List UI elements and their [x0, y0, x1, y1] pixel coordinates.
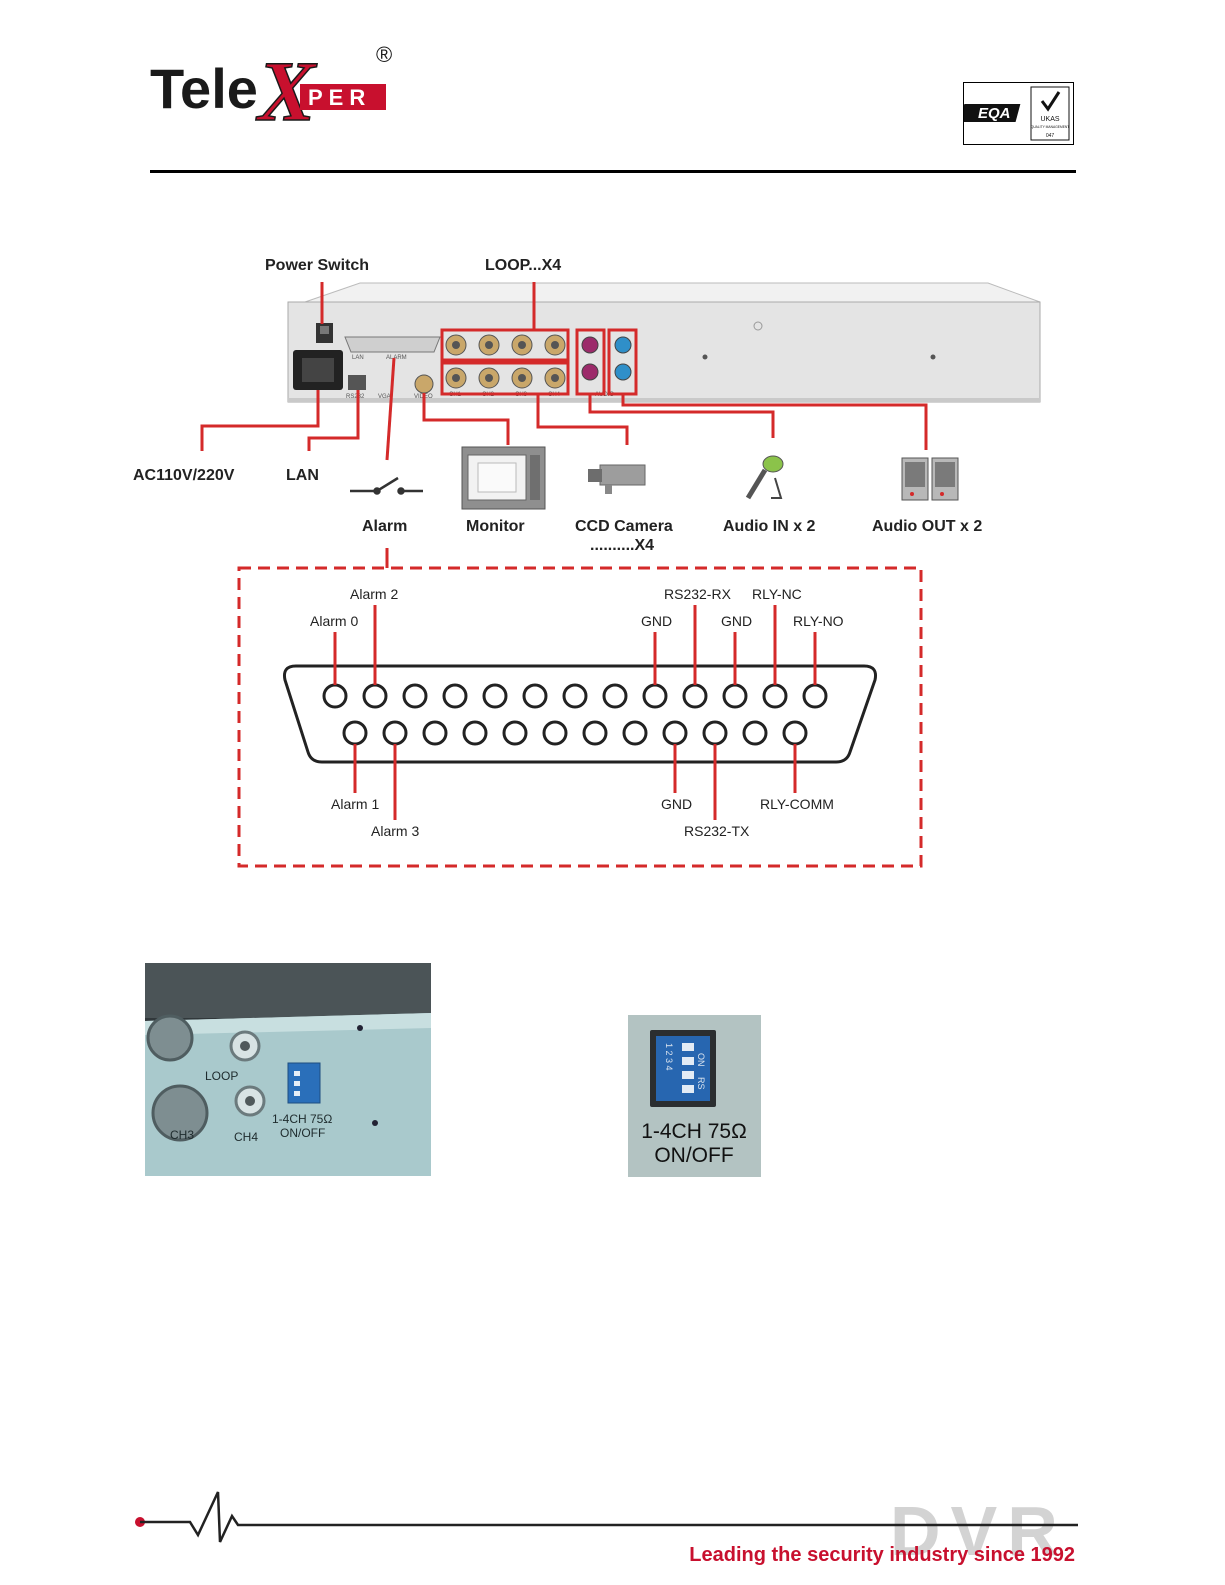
callout-lan: LAN [286, 467, 319, 484]
dip-switch-photo: ON RS 1 2 3 4 1-4CH 75Ω ON/OFF [628, 1015, 761, 1177]
panel-screw-icon [753, 321, 763, 331]
pin-label-gnd: GND [721, 613, 752, 629]
db25-bottom-pins [342, 720, 808, 746]
pin-label-gnd: GND [661, 796, 692, 812]
photo1-label-loop: LOOP [205, 1069, 238, 1083]
logo-red-bar [300, 84, 386, 110]
device-bottom-edge [288, 398, 1040, 402]
logo-text-tele: Tele [150, 57, 258, 120]
panel-label-rs232: RS232 [346, 394, 365, 400]
monitor-icon [461, 446, 546, 510]
pin-label-gnd: GND [641, 613, 672, 629]
pin-label-rly-comm: RLY-COMM [760, 796, 834, 812]
device-top-face [304, 282, 1041, 303]
photo2-switch-label-line2: ON/OFF [654, 1144, 733, 1167]
photo1-label-ch4: CH4 [234, 1130, 258, 1144]
switch-icon [350, 476, 423, 495]
panel-label-lan: LAN [352, 355, 364, 361]
page-footer: DVR Leading the security industry since … [135, 1491, 1078, 1570]
pin-leader-lines [333, 605, 817, 820]
speakers-icon [901, 457, 959, 501]
highlight-boxes [440, 328, 638, 396]
pin-label-alarm0: Alarm 0 [310, 613, 358, 629]
certification-logo: EQA UKAS QUALITY MANAGEMENT 047 [959, 82, 1074, 145]
registered-mark: ® [376, 42, 392, 67]
pin-label-alarm3: Alarm 3 [371, 823, 419, 839]
logo-text-per: PER [308, 85, 371, 110]
photo2-label-rs: RS [696, 1077, 706, 1090]
callout-monitor: Monitor [466, 518, 525, 535]
microphone-icon [745, 455, 784, 500]
pin-label-rs232-tx: RS232-TX [684, 823, 750, 839]
db25-connector-outline [283, 664, 877, 764]
pin-label-rly-nc: RLY-NC [752, 586, 802, 602]
callout-audio-in: Audio IN x 2 [723, 518, 816, 535]
callout-audio-out: Audio OUT x 2 [872, 518, 982, 535]
footer-tagline: Leading the security industry since 1992 [689, 1544, 1075, 1566]
ukas-text: UKAS [1040, 116, 1059, 123]
callout-ccd-camera-count: ..........X4 [590, 537, 654, 554]
footer-watermark: DVR [890, 1492, 1068, 1570]
alarm-port-graphic [344, 336, 441, 353]
ukas-subtext: QUALITY MANAGEMENT [1031, 125, 1070, 129]
photo1-label-ch3: CH3 [170, 1128, 194, 1142]
photo2-switch-label-line1: 1-4CH 75Ω [641, 1120, 747, 1143]
callout-lines [200, 282, 928, 568]
check-icon [1040, 91, 1061, 112]
pin-label-rs232-rx: RS232-RX [664, 586, 732, 602]
monitor-port-graphic [414, 374, 434, 394]
panel-label-vga: VGA [378, 394, 391, 400]
photo1-switch-label-line1: 1-4CH 75Ω [272, 1112, 332, 1126]
panel-dot [702, 354, 708, 360]
pin-label-alarm1: Alarm 1 [331, 796, 379, 812]
telexper-logo: Tele X PER ® [150, 42, 392, 135]
header-divider [150, 170, 1076, 173]
audio-rca-ports [581, 336, 632, 381]
photo2-switch-numbers: 1 2 3 4 [664, 1043, 674, 1071]
photo2-label-on: ON [696, 1053, 706, 1067]
footer-signature-line [140, 1491, 1078, 1543]
callout-ac: AC110V/220V [133, 467, 235, 484]
eqa-text: EQA [978, 105, 1011, 122]
photo1-switch-label-line2: ON/OFF [280, 1126, 325, 1140]
bnc-loop-row [445, 334, 566, 356]
rear-panel-diagram: LAN ALARM RS232 VGA VIDEO CH1 CH2 CH3 CH… [133, 257, 1041, 868]
lan-port-graphic [348, 375, 366, 390]
callout-loop: LOOP...X4 [485, 257, 561, 274]
ccd-camera-icon [588, 464, 646, 494]
pin-label-rly-no: RLY-NO [793, 613, 844, 629]
panel-dot [930, 354, 936, 360]
bnc-input-row [445, 367, 566, 389]
callout-ccd-camera: CCD Camera [575, 518, 673, 535]
pin-label-alarm2: Alarm 2 [350, 586, 398, 602]
rear-panel-photo: LOOP CH3 CH4 1-4CH 75Ω ON/OFF [145, 963, 431, 1176]
ukas-number: 047 [1046, 133, 1055, 139]
callout-power-switch: Power Switch [265, 257, 369, 274]
callout-alarm: Alarm [362, 518, 407, 535]
certification-logo-graphic: EQA UKAS QUALITY MANAGEMENT 047 [959, 86, 1070, 141]
panel-label-alarm: ALARM [386, 355, 407, 361]
alarm-detail-box [237, 566, 923, 868]
